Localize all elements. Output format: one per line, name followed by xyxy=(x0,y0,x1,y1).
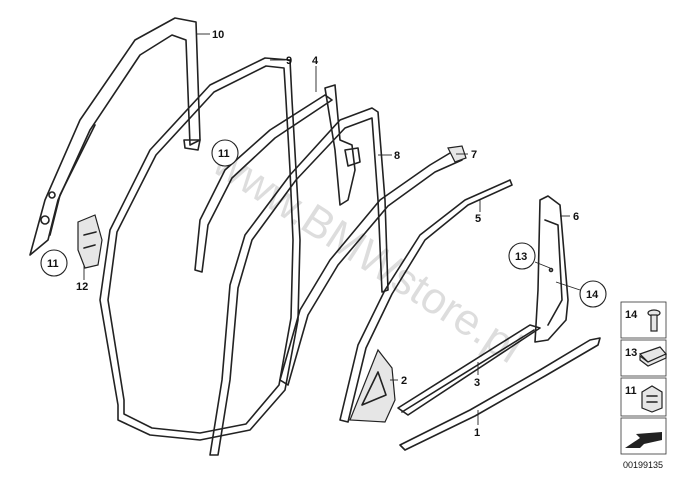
spring-clip-icon xyxy=(641,385,663,413)
part-2-mirror-triangle xyxy=(349,348,396,423)
callout-3: 3 xyxy=(474,377,480,389)
circled-callout-11-lower: 11 xyxy=(40,249,68,277)
part-9-door-seal xyxy=(99,57,301,441)
part-3-sill-strip xyxy=(397,324,541,416)
callout-10: 10 xyxy=(212,29,224,41)
callout-2: 2 xyxy=(401,375,407,387)
legend-arrow-box xyxy=(620,417,667,455)
svg-text:13: 13 xyxy=(515,251,527,263)
legend-num-14: 14 xyxy=(625,309,638,321)
diagram-code: 00199135 xyxy=(623,460,663,470)
part-6-b-pillar-trim xyxy=(534,195,569,343)
arrow-icon xyxy=(625,432,662,448)
callout-8: 8 xyxy=(394,150,400,162)
clip-nut-icon xyxy=(638,346,667,367)
part-12-clip xyxy=(77,214,103,269)
svg-text:14: 14 xyxy=(586,289,599,301)
circled-callout-14: 14 xyxy=(579,280,607,308)
part-10-a-pillar-trim xyxy=(29,17,201,256)
part-5-outer-trim xyxy=(339,179,513,423)
callout-9: 9 xyxy=(286,55,292,67)
legend-row-11: 11 xyxy=(620,377,667,417)
part-4-window-channel xyxy=(194,84,361,273)
callout-4: 4 xyxy=(312,55,319,67)
watermark-text: www.BMWstore.pl xyxy=(204,137,531,373)
callout-6: 6 xyxy=(573,211,579,223)
svg-text:11: 11 xyxy=(47,258,59,270)
callout-12: 12 xyxy=(76,281,88,293)
legend-num-11: 11 xyxy=(625,385,637,397)
legend-row-13: 13 xyxy=(620,339,667,377)
legend-row-14: 14 xyxy=(620,301,667,339)
callout-1: 1 xyxy=(474,427,480,439)
leader-lines xyxy=(83,33,581,425)
callout-7: 7 xyxy=(471,149,477,161)
circled-callout-13: 13 xyxy=(508,242,536,270)
legend-num-13: 13 xyxy=(625,347,637,359)
callout-5: 5 xyxy=(475,213,481,225)
screw-icon xyxy=(647,309,661,332)
circled-callout-11-upper: 11 xyxy=(211,139,239,167)
part-1-lower-trim xyxy=(399,337,601,451)
svg-text:11: 11 xyxy=(218,148,230,160)
